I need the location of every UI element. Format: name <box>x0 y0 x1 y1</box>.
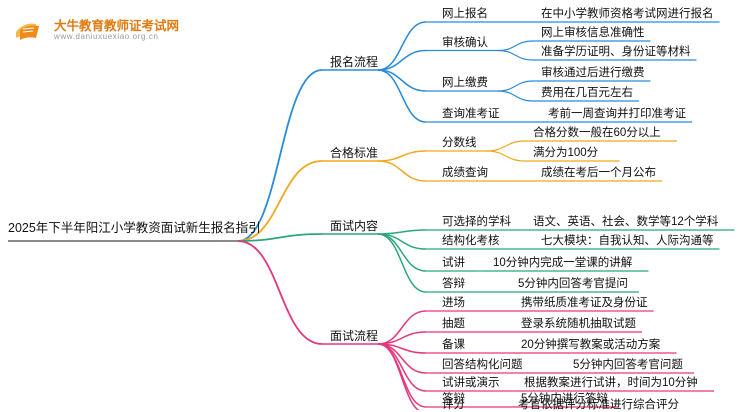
connector-curve <box>377 49 427 71</box>
leaf-4-2-1: 登录系统随机抽取试题 <box>521 318 636 330</box>
connector-curve <box>486 140 526 152</box>
leaf-4-3-1: 20分钟撰写教案或活动方案 <box>521 339 661 351</box>
node-1-4: 查询准考证 <box>442 108 500 120</box>
connector-curve <box>377 310 427 345</box>
connector-curve <box>377 150 427 162</box>
connector-curve <box>497 80 534 92</box>
connector-curve <box>377 69 427 92</box>
node-4-3: 备课 <box>442 339 465 351</box>
connector-curve <box>377 343 427 392</box>
connector-curve <box>377 69 427 123</box>
leaf-2-2-1: 成绩在考后一个月公布 <box>541 167 656 179</box>
leaf-2-1-2: 满分为100分 <box>533 147 599 159</box>
leaf-4-7-1: 考官依据评分标准进行综合评分 <box>518 399 679 411</box>
connector-curve <box>377 21 427 71</box>
node-1-2: 审核确认 <box>442 36 488 49</box>
branch-1-label: 报名流程 <box>330 55 379 69</box>
connector-curve <box>237 69 323 242</box>
connector-curve <box>377 229 427 235</box>
node-1-3: 网上缴费 <box>442 77 488 89</box>
node-4-6: 答辩 <box>442 393 465 405</box>
node-4-2: 抽题 <box>442 318 465 330</box>
node-3-3: 试讲 <box>442 257 465 269</box>
branch-4-label: 面试流程 <box>330 329 379 343</box>
leaf-1-3-2: 费用在几百元左右 <box>541 87 633 99</box>
node-4-4: 回答结构化问题 <box>442 359 523 371</box>
connector-curve <box>497 49 534 61</box>
branch-2-label: 合格标准 <box>330 146 379 160</box>
connector-curve <box>237 233 323 242</box>
connector-curve <box>237 240 323 345</box>
leaf-2-1-1: 合格分数一般在60分以上 <box>533 127 661 139</box>
connector-curve <box>486 150 526 162</box>
node-3-1: 可选择的学科 <box>442 216 511 228</box>
leaf-3-2-1: 七大模块：自我认知、人际沟通等 <box>541 235 714 247</box>
leaf-4-6-1: 5分钟内进行答辩 <box>521 393 608 405</box>
node-1-1: 网上报名 <box>442 8 488 20</box>
leaf-4-4-1: 5分钟内回答考官问题 <box>573 359 683 371</box>
leaf-3-3-1: 10分钟内完成一堂课的讲解 <box>493 257 633 269</box>
node-3-2: 结构化考核 <box>442 235 500 247</box>
leaf-3-4-1: 5分钟内回答考官提问 <box>518 278 628 290</box>
node-2-2: 成绩查询 <box>442 167 488 179</box>
node-3-4: 答辩 <box>442 278 465 290</box>
connector-curve <box>377 233 427 272</box>
branch-3-label: 面试内容 <box>330 219 379 233</box>
connector-curve <box>377 160 427 182</box>
connector-curve <box>377 343 420 410</box>
connector-curve <box>377 233 427 293</box>
leaf-1-2-1: 网上审核信息准确性 <box>541 27 645 39</box>
connector-curve <box>377 343 427 408</box>
node-2-1: 分数线 <box>442 137 477 149</box>
connector-curve <box>497 90 534 102</box>
leaf-1-2-2: 准备学历证明、身份证等材料 <box>541 46 691 58</box>
book-logo-icon <box>16 23 39 40</box>
leaf-1-1-1: 在中小学教师资格考试网进行报名 <box>541 8 714 20</box>
connector-curve <box>237 160 323 242</box>
node-4-7: 评分 <box>442 399 465 411</box>
leaf-4-1-1: 携带纸质准考证及身份证 <box>521 297 648 309</box>
node-4-5: 试讲或演示 <box>442 377 500 389</box>
leaf-1-4-1: 考前一周查询并打印准考证 <box>548 108 686 120</box>
root-topic: 2025年下半年阳江小学教资面试新生报名指引 <box>8 221 261 235</box>
site-name: 大牛教育教师证考试网 <box>54 19 180 33</box>
node-4-1: 进场 <box>442 297 465 309</box>
leaf-3-1-1: 语文、英语、社会、数学等12个学科 <box>533 216 719 228</box>
leaf-1-3-1: 审核通过后进行缴费 <box>541 67 645 79</box>
leaf-4-5-1: 根据教案进行试讲，时间为10分钟 <box>524 377 698 389</box>
site-url: www.daniuxuexiao.org.cn <box>54 32 159 41</box>
connector-curve <box>497 40 534 52</box>
